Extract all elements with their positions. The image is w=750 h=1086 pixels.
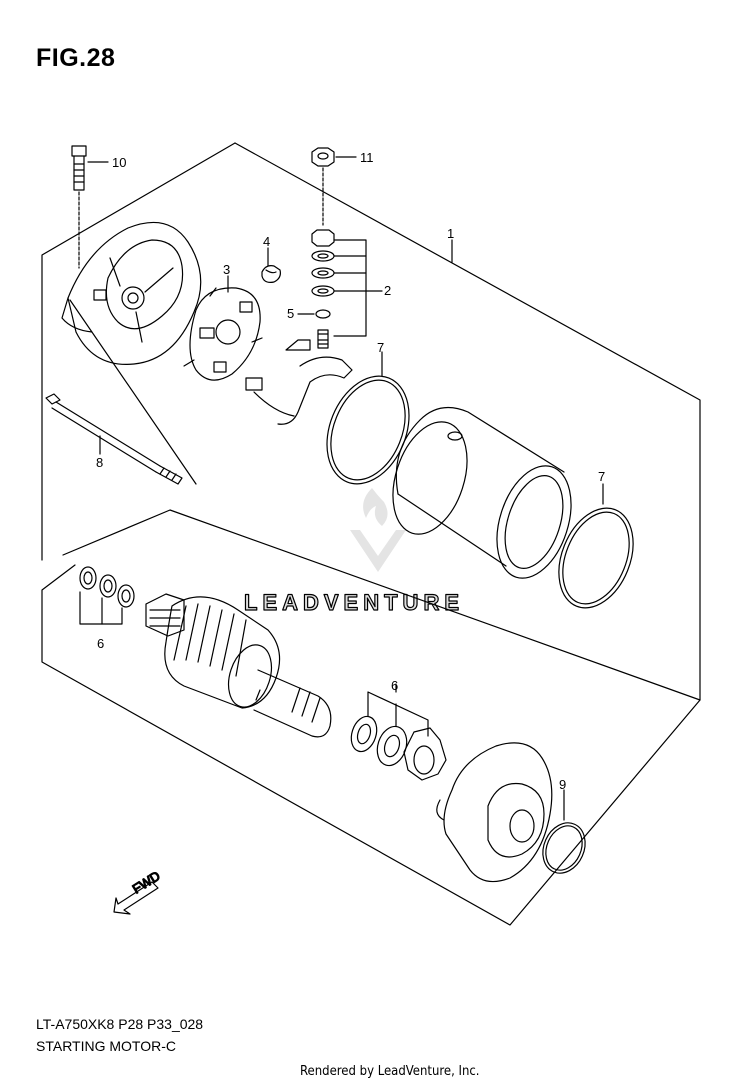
- part-4-clip: [261, 247, 281, 283]
- armature: [145, 593, 332, 738]
- callout-10: 10: [112, 155, 126, 170]
- brush-terminal: [245, 329, 353, 425]
- part-5-washer: [297, 309, 331, 319]
- part-7-oring-rear: [558, 483, 634, 609]
- callout-2: 2: [384, 283, 391, 298]
- callout-5: 5: [287, 306, 294, 321]
- assembly-outline: [41, 142, 701, 926]
- part-9-oring: [542, 789, 586, 874]
- part-11-nut: [311, 147, 357, 226]
- callout-4: 4: [263, 234, 270, 249]
- part-6-washers-right: [350, 691, 447, 781]
- part-10-bolt: [71, 145, 109, 269]
- watermark-text: LEADVENTURE: [244, 590, 464, 615]
- rear-housing-cover: [61, 221, 202, 365]
- callout-6-right: 6: [391, 678, 398, 693]
- yoke-housing: [392, 406, 572, 579]
- part-3-brush-plate: [183, 275, 263, 381]
- model-code: LT-A750XK8 P28 P33_028: [36, 1016, 204, 1032]
- callout-3: 3: [223, 262, 230, 277]
- rendered-by-credit: Rendered by LeadVenture, Inc.: [300, 1064, 480, 1079]
- callout-6-left: 6: [97, 636, 104, 651]
- callout-9: 9: [559, 777, 566, 792]
- callout-8: 8: [96, 455, 103, 470]
- callout-7-rear: 7: [598, 469, 605, 484]
- part-7-oring-front: [326, 351, 410, 485]
- fwd-arrow-icon: FWD: [113, 868, 163, 915]
- callout-1: 1: [447, 226, 454, 241]
- callout-7-front: 7: [377, 340, 384, 355]
- figure-description: STARTING MOTOR-C: [36, 1038, 176, 1054]
- part-8-through-bolt: [45, 393, 183, 485]
- leadventure-watermark: LEADVENTURE: [243, 488, 464, 616]
- callout-leaders: [99, 239, 453, 693]
- front-cover: [436, 742, 553, 883]
- figure-title: FIG.28: [36, 44, 116, 72]
- part-6-washers-left: [79, 566, 135, 625]
- part-2-washers: [311, 229, 383, 337]
- callout-11: 11: [360, 150, 374, 165]
